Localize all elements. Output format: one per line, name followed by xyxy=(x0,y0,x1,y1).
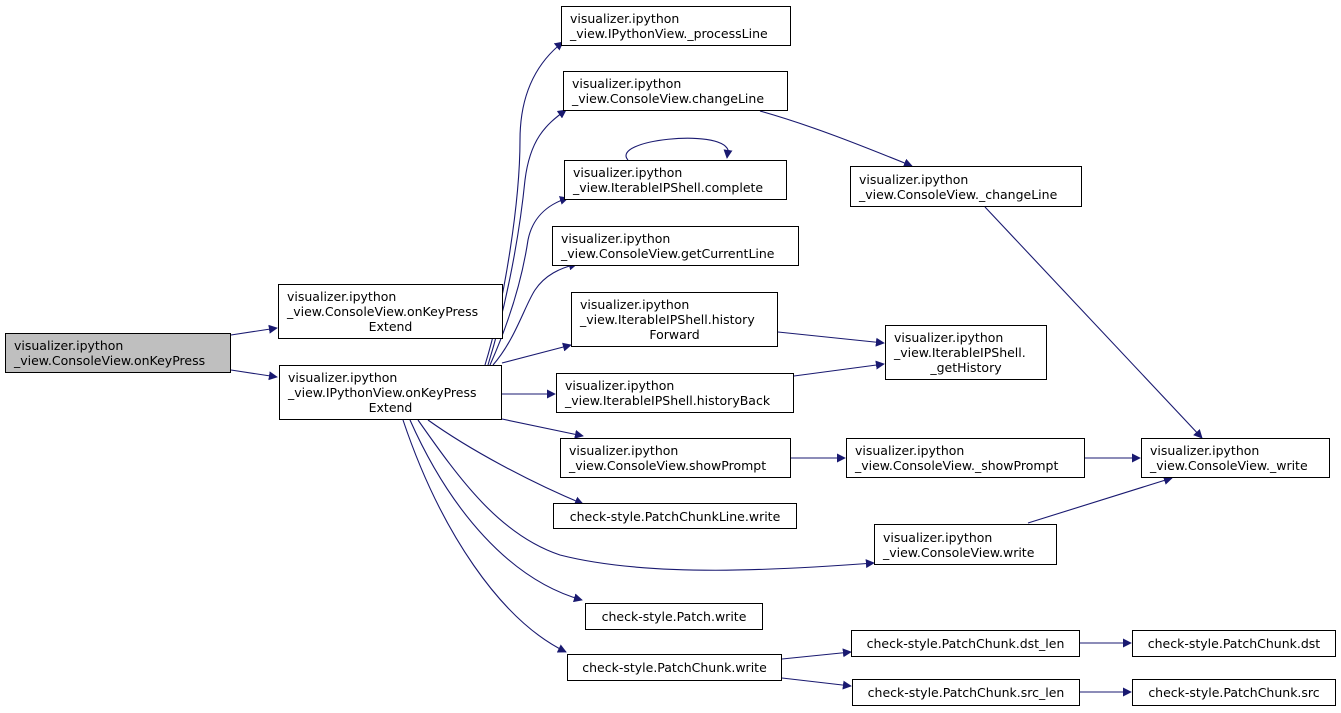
node-label-line: _getHistory xyxy=(930,360,1002,375)
edge-historyforward-to-_gethistory xyxy=(777,331,885,347)
edge-_changeline-to-_write xyxy=(984,206,1203,439)
node-label-line: _view.ConsoleView.onKeyPress xyxy=(287,304,479,319)
node-src[interactable]: check-style.PatchChunk.src xyxy=(1132,679,1336,706)
edge-ipv-to-showprompt xyxy=(501,418,584,439)
node-src-len[interactable]: check-style.PatchChunk.src_len xyxy=(852,679,1080,706)
node-dst-len[interactable]: check-style.PatchChunk.dst_len xyxy=(851,630,1080,657)
node-label-line: visualizer.ipython xyxy=(288,370,398,385)
node-label-line: visualizer.ipython xyxy=(561,231,671,246)
node-label-line: _view.ConsoleView.showPrompt xyxy=(569,458,767,473)
node-label-line: _view.IterableIPShell.history xyxy=(580,312,755,327)
node-label-line: check-style.Patch.write xyxy=(601,609,747,624)
node-label-line: visualizer.ipython xyxy=(572,76,682,91)
edge-patchchunkwrite-to-dstlen xyxy=(781,648,852,660)
node-label-line: _view.IterableIPShell. xyxy=(894,345,1026,360)
node-label-line: _view.ConsoleView.getCurrentLine xyxy=(561,246,775,261)
node-label-line: check-style.PatchChunk.write xyxy=(582,660,767,675)
edge-changeline-to-_changeline xyxy=(759,110,913,168)
node-consoleview-onkeypressextend[interactable]: visualizer.ipython _view.ConsoleView.onK… xyxy=(278,284,503,339)
node-label-line: check-style.PatchChunk.src xyxy=(1148,685,1320,700)
edge-complete-self-loop xyxy=(625,137,733,161)
edge-onkeypress-to-ipv-onkeypressextend xyxy=(230,369,278,381)
edge-ipv-to-cvwrite xyxy=(417,419,875,571)
edge-ipv-to-getcurrentline xyxy=(492,261,578,366)
node-onkeypress[interactable]: visualizer.ipython _view.ConsoleView.onK… xyxy=(5,333,231,373)
node-label-line: _view.IPythonView.onKeyPress xyxy=(288,385,477,400)
node-historyback[interactable]: visualizer.ipython _view.IterableIPShell… xyxy=(556,373,794,413)
node-_write[interactable]: visualizer.ipython _view.ConsoleView._wr… xyxy=(1141,438,1330,478)
node-patchchunkline-write[interactable]: check-style.PatchChunkLine.write xyxy=(553,503,797,529)
node-label-line: visualizer.ipython xyxy=(14,338,124,353)
edge-cvwrite-to-_write xyxy=(1027,476,1173,524)
node-label-line: visualizer.ipython xyxy=(859,171,969,187)
node-label-line: Extend xyxy=(368,319,413,334)
edge-ipv-to-patchchunklinewrite xyxy=(427,419,584,506)
edge-historyback-to-_gethistory xyxy=(793,360,885,377)
node-label-line: check-style.PatchChunkLine.write xyxy=(569,508,781,524)
node-label-line: visualizer.ipython xyxy=(855,443,965,458)
node-ipythonview-onkeypressextend[interactable]: visualizer.ipython _view.IPythonView.onK… xyxy=(279,365,502,420)
node-label-line: _view.ConsoleView.write xyxy=(883,544,1035,560)
node-label-line: _view.IPythonView._processLine xyxy=(570,26,768,41)
node-label-line: visualizer.ipython xyxy=(287,289,397,304)
node-historyforward[interactable]: visualizer.ipython _view.IterableIPShell… xyxy=(571,292,778,347)
node-dst[interactable]: check-style.PatchChunk.dst xyxy=(1132,630,1336,657)
node-getcurrentline[interactable]: visualizer.ipython _view.ConsoleView.get… xyxy=(552,226,799,266)
node-label-line: visualizer.ipython xyxy=(573,165,683,180)
node-label-line: visualizer.ipython xyxy=(883,529,993,545)
node-label-line: visualizer.ipython xyxy=(570,11,680,26)
node-label-line: check-style.PatchChunk.dst_len xyxy=(866,636,1065,651)
node-label-line: check-style.PatchChunk.dst xyxy=(1147,636,1321,651)
node-_gethistory[interactable]: visualizer.ipython _view.IterableIPShell… xyxy=(885,325,1047,380)
node-consoleview-write[interactable]: visualizer.ipython _view.ConsoleView.wri… xyxy=(874,524,1057,565)
node-showprompt[interactable]: visualizer.ipython _view.ConsoleView.sho… xyxy=(560,438,791,478)
node-label-line: visualizer.ipython xyxy=(565,378,675,393)
node-complete[interactable]: visualizer.ipython _view.IterableIPShell… xyxy=(564,160,787,200)
edge-onkeypress-to-cv-onkeypressextend xyxy=(230,324,278,336)
node-label-line: _view.IterableIPShell.complete xyxy=(573,180,764,195)
node-label-line: visualizer.ipython xyxy=(1150,443,1260,458)
node-label-line: Forward xyxy=(649,327,700,342)
node-label-line: _view.ConsoleView._changeLine xyxy=(859,186,1058,202)
node-label-line: visualizer.ipython xyxy=(580,297,690,312)
node-label-line: _view.ConsoleView.changeLine xyxy=(572,91,765,106)
node-label-line: Extend xyxy=(368,400,413,415)
edge-ipv-to-historyforward xyxy=(501,342,572,364)
node-label-line: visualizer.ipython xyxy=(894,330,1004,345)
node-_changeline[interactable]: visualizer.ipython _view.ConsoleView._ch… xyxy=(850,166,1082,207)
edge-ipv-to-patchchunkwrite xyxy=(402,419,567,653)
node-label-line: visualizer.ipython xyxy=(569,443,679,458)
node-label-line: check-style.PatchChunk.src_len xyxy=(867,685,1065,700)
node-label-line: _view.ConsoleView.onKeyPress xyxy=(14,353,206,368)
node-patchchunk-write[interactable]: check-style.PatchChunk.write xyxy=(567,654,782,681)
edge-ipv-to-complete xyxy=(489,196,569,366)
node-_showprompt[interactable]: visualizer.ipython _view.ConsoleView._sh… xyxy=(846,438,1085,478)
node-label-line: _view.IterableIPShell.historyBack xyxy=(565,393,771,408)
node-label-line: _view.ConsoleView._showPrompt xyxy=(855,458,1059,473)
edge-patchchunkwrite-to-srclen xyxy=(781,677,852,690)
node-patch-write[interactable]: check-style.Patch.write xyxy=(585,603,763,630)
node-changeline[interactable]: visualizer.ipython _view.ConsoleView.cha… xyxy=(563,71,788,111)
node-processline[interactable]: visualizer.ipython _view.IPythonView._pr… xyxy=(561,6,791,46)
node-label-line: _view.ConsoleView._write xyxy=(1150,458,1308,473)
edge-ipv-to-patchwrite xyxy=(409,419,583,603)
